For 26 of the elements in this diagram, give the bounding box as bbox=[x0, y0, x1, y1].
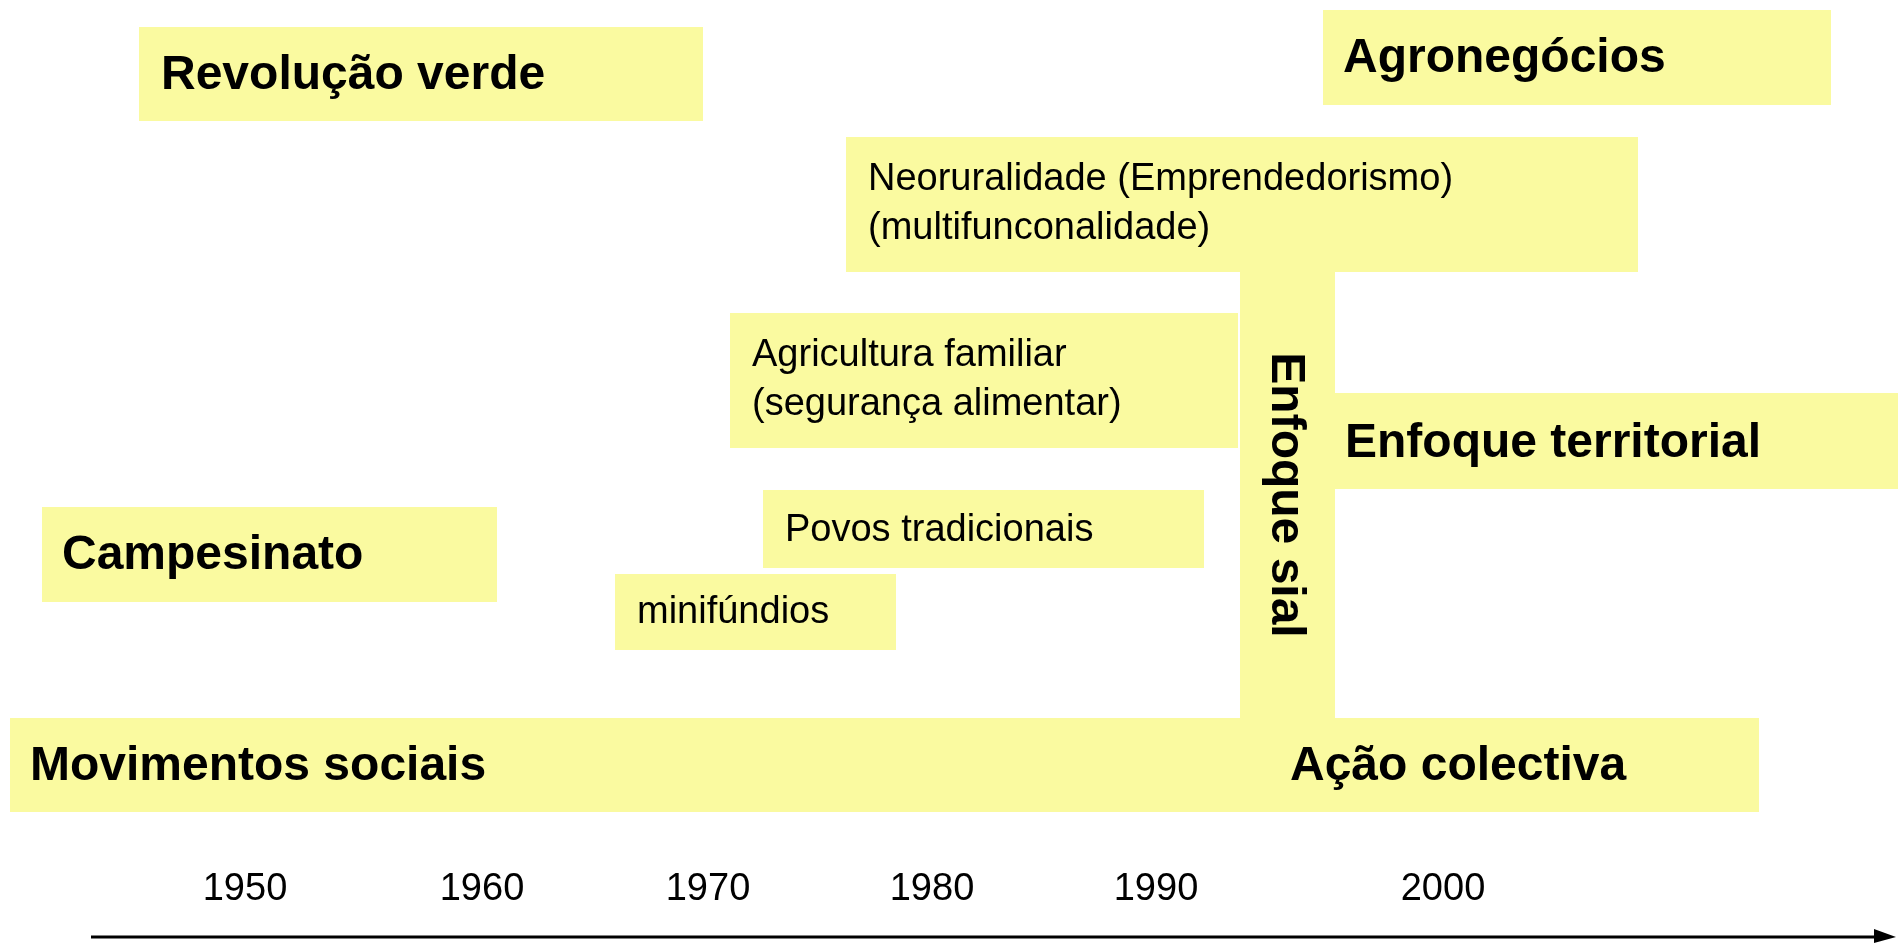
timeline-band bbox=[1335, 393, 1898, 489]
timeline-band bbox=[730, 313, 1238, 448]
band-label: Movimentos sociais bbox=[30, 736, 487, 791]
year-label: 2000 bbox=[1400, 866, 1486, 909]
band-label: Neoruralidade (Emprendedorismo) (multifunconalidade) bbox=[868, 155, 1455, 250]
band-label: Campesinato bbox=[62, 525, 364, 580]
band-label: Enfoque sial bbox=[1260, 352, 1315, 638]
band-label: Agricultura familiar (segurança alimentar) bbox=[752, 331, 1123, 426]
year-label: 1960 bbox=[439, 866, 525, 909]
year-label: 1950 bbox=[202, 866, 288, 909]
timeline-band bbox=[615, 574, 896, 650]
band-label: Enfoque territorial bbox=[1345, 413, 1762, 468]
year-label: 1980 bbox=[889, 866, 975, 909]
band-label: Revolução verde bbox=[161, 45, 546, 100]
year-label: 1990 bbox=[1113, 866, 1199, 909]
timeline-band bbox=[846, 137, 1638, 272]
year-label: 1970 bbox=[665, 866, 751, 909]
band-label: Povos tradicionais bbox=[785, 506, 1094, 551]
band-label: minifúndios bbox=[637, 588, 830, 633]
band-label: Ação colectiva bbox=[1290, 736, 1627, 791]
timeline-band bbox=[10, 718, 1759, 812]
timeline-band bbox=[763, 490, 1204, 568]
band-label: Agronegócios bbox=[1343, 28, 1666, 83]
timeline-band bbox=[1323, 10, 1831, 105]
timeline-band bbox=[139, 27, 703, 121]
timeline-band bbox=[42, 507, 497, 602]
